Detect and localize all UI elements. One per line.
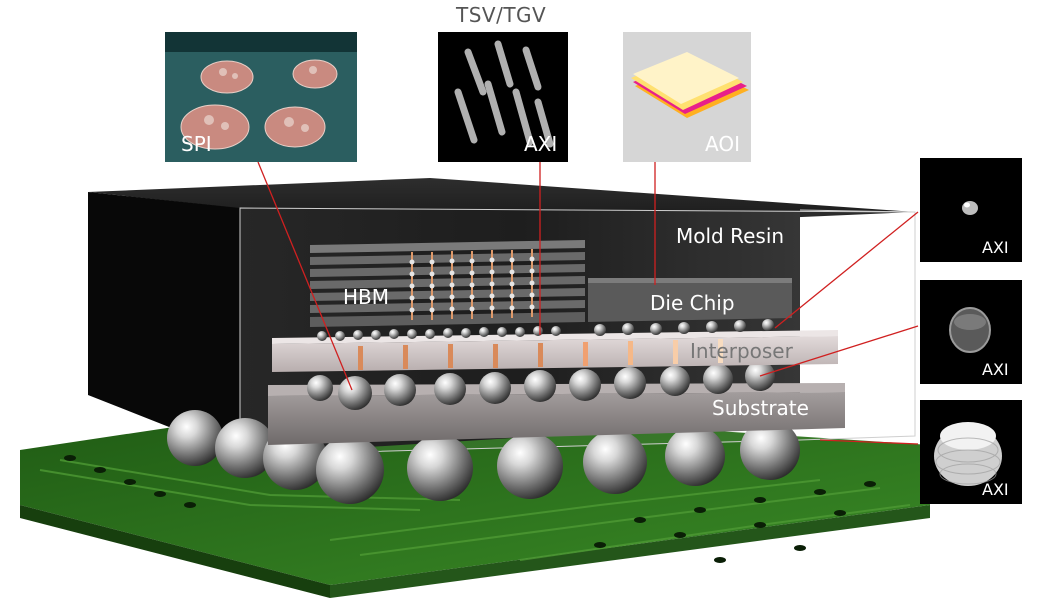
tsv-tgv-title: TSV/TGV [456, 3, 547, 27]
axi-right-inset-1: AXI [920, 158, 1022, 262]
axi-right-inset-3: AXI [920, 400, 1022, 504]
callout-axi-right-1 [774, 211, 919, 329]
spi-solder-paste-render [165, 32, 357, 162]
aoi-3d-render [631, 52, 749, 118]
pcb-label: PCB [858, 525, 898, 549]
callout-lines [257, 161, 919, 445]
axi-right-2-caption: AXI [982, 360, 1009, 379]
callout-axi-right-2 [759, 325, 919, 377]
c4-bumps [307, 361, 775, 410]
axi-right-3-caption: AXI [982, 480, 1009, 499]
axi-bump-small-render [962, 201, 978, 215]
micro-bumps [317, 319, 774, 341]
hbm-label: HBM [343, 285, 389, 309]
axi-tsv-inset-image: AXI [438, 32, 568, 162]
axi-ball-large-render [934, 422, 1002, 486]
spi-inset-image: SPI [165, 32, 357, 162]
axi-right-1-caption: AXI [982, 238, 1009, 257]
substrate-label: Substrate [712, 396, 809, 420]
interposer-layer [272, 330, 838, 372]
aoi-caption: AOI [705, 132, 740, 156]
mold-resin-label: Mold Resin [676, 224, 784, 248]
die-chip [588, 278, 792, 322]
callout-spi [257, 161, 353, 391]
axi-bump-medium-render [949, 307, 991, 353]
die-chip-label: Die Chip [650, 291, 735, 315]
axi-top-caption: AXI [524, 132, 558, 156]
hbm-stack [310, 240, 585, 327]
tsv-xray-render [454, 40, 554, 148]
callout-axi-right-3 [819, 439, 919, 445]
aoi-inset-image: AOI [623, 32, 751, 162]
interposer-label: Interposer [690, 339, 794, 363]
spi-caption: SPI [181, 132, 212, 156]
axi-right-inset-2: AXI [920, 280, 1022, 384]
